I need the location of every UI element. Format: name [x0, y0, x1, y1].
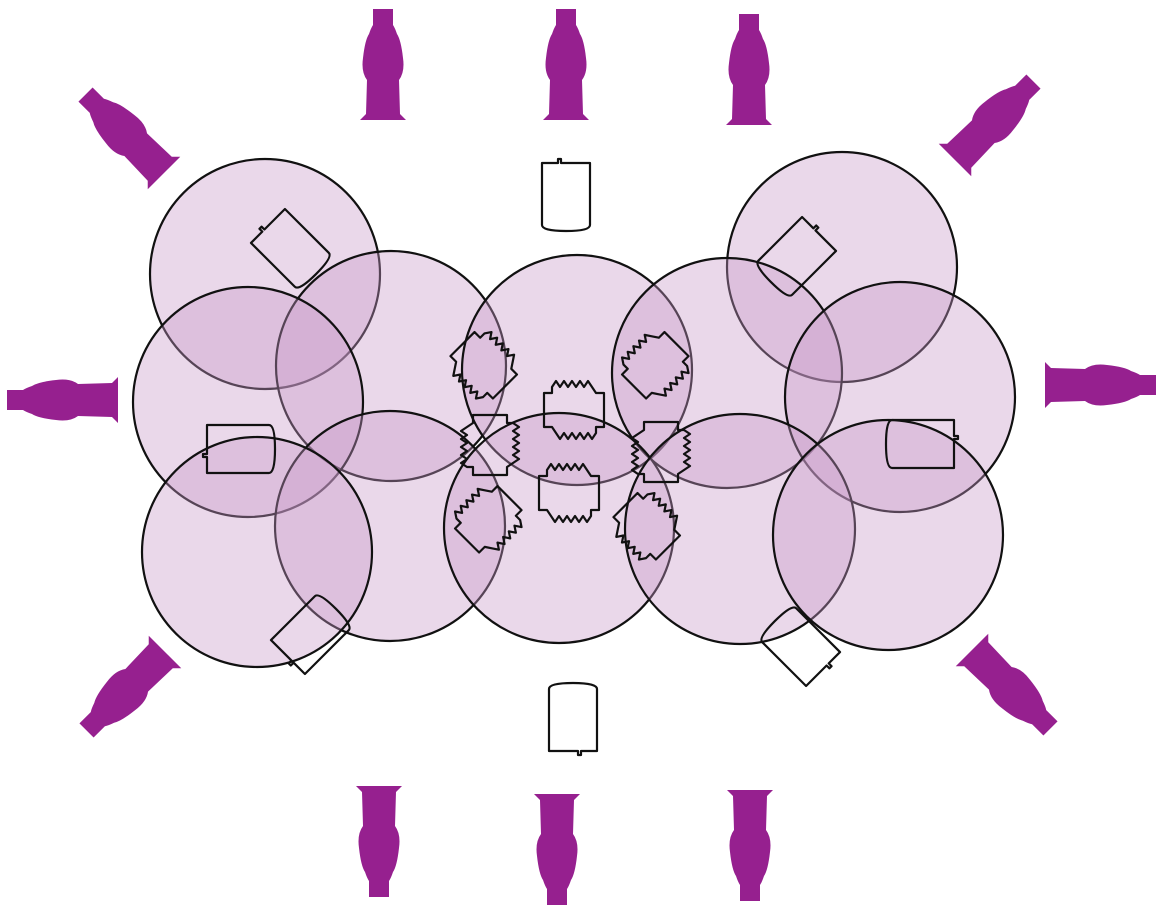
coverage-circle-12: [773, 420, 1003, 650]
lamp-body-4: [69, 78, 180, 189]
bottle-lamp-icon: [534, 794, 580, 905]
bottle-lamp-icon: [956, 634, 1067, 745]
bottle-lamp-icon: [543, 9, 589, 120]
lamp-body-6: [7, 377, 118, 423]
lamp-body-9: [956, 634, 1067, 745]
lamp-body-3: [726, 14, 772, 125]
lamp-body-5: [939, 65, 1050, 176]
bottle-lamp-icon: [726, 14, 772, 125]
lamp-body-8: [70, 636, 181, 747]
lamp-body-1: [360, 9, 406, 120]
bottle-lamp-icon: [727, 790, 773, 901]
lamp-body-2: [543, 9, 589, 120]
bottle-lamp-icon: [939, 65, 1050, 176]
bottle-lamp-icon: [356, 786, 402, 897]
bottle-lamp-icon: [360, 9, 406, 120]
tank-outline-top: [542, 159, 590, 231]
lamp-body-10: [356, 786, 402, 897]
coverage-circle-10: [142, 437, 372, 667]
lamp-body-7: [1045, 362, 1156, 408]
lamp-body-11: [534, 794, 580, 905]
tank-outline-bottom: [549, 683, 597, 755]
bottle-lamp-icon: [70, 636, 181, 747]
bottle-lamp-icon: [7, 377, 118, 423]
lamp-body-12: [727, 790, 773, 901]
bottle-lamp-icon: [69, 78, 180, 189]
bottle-lamp-icon: [1045, 362, 1156, 408]
